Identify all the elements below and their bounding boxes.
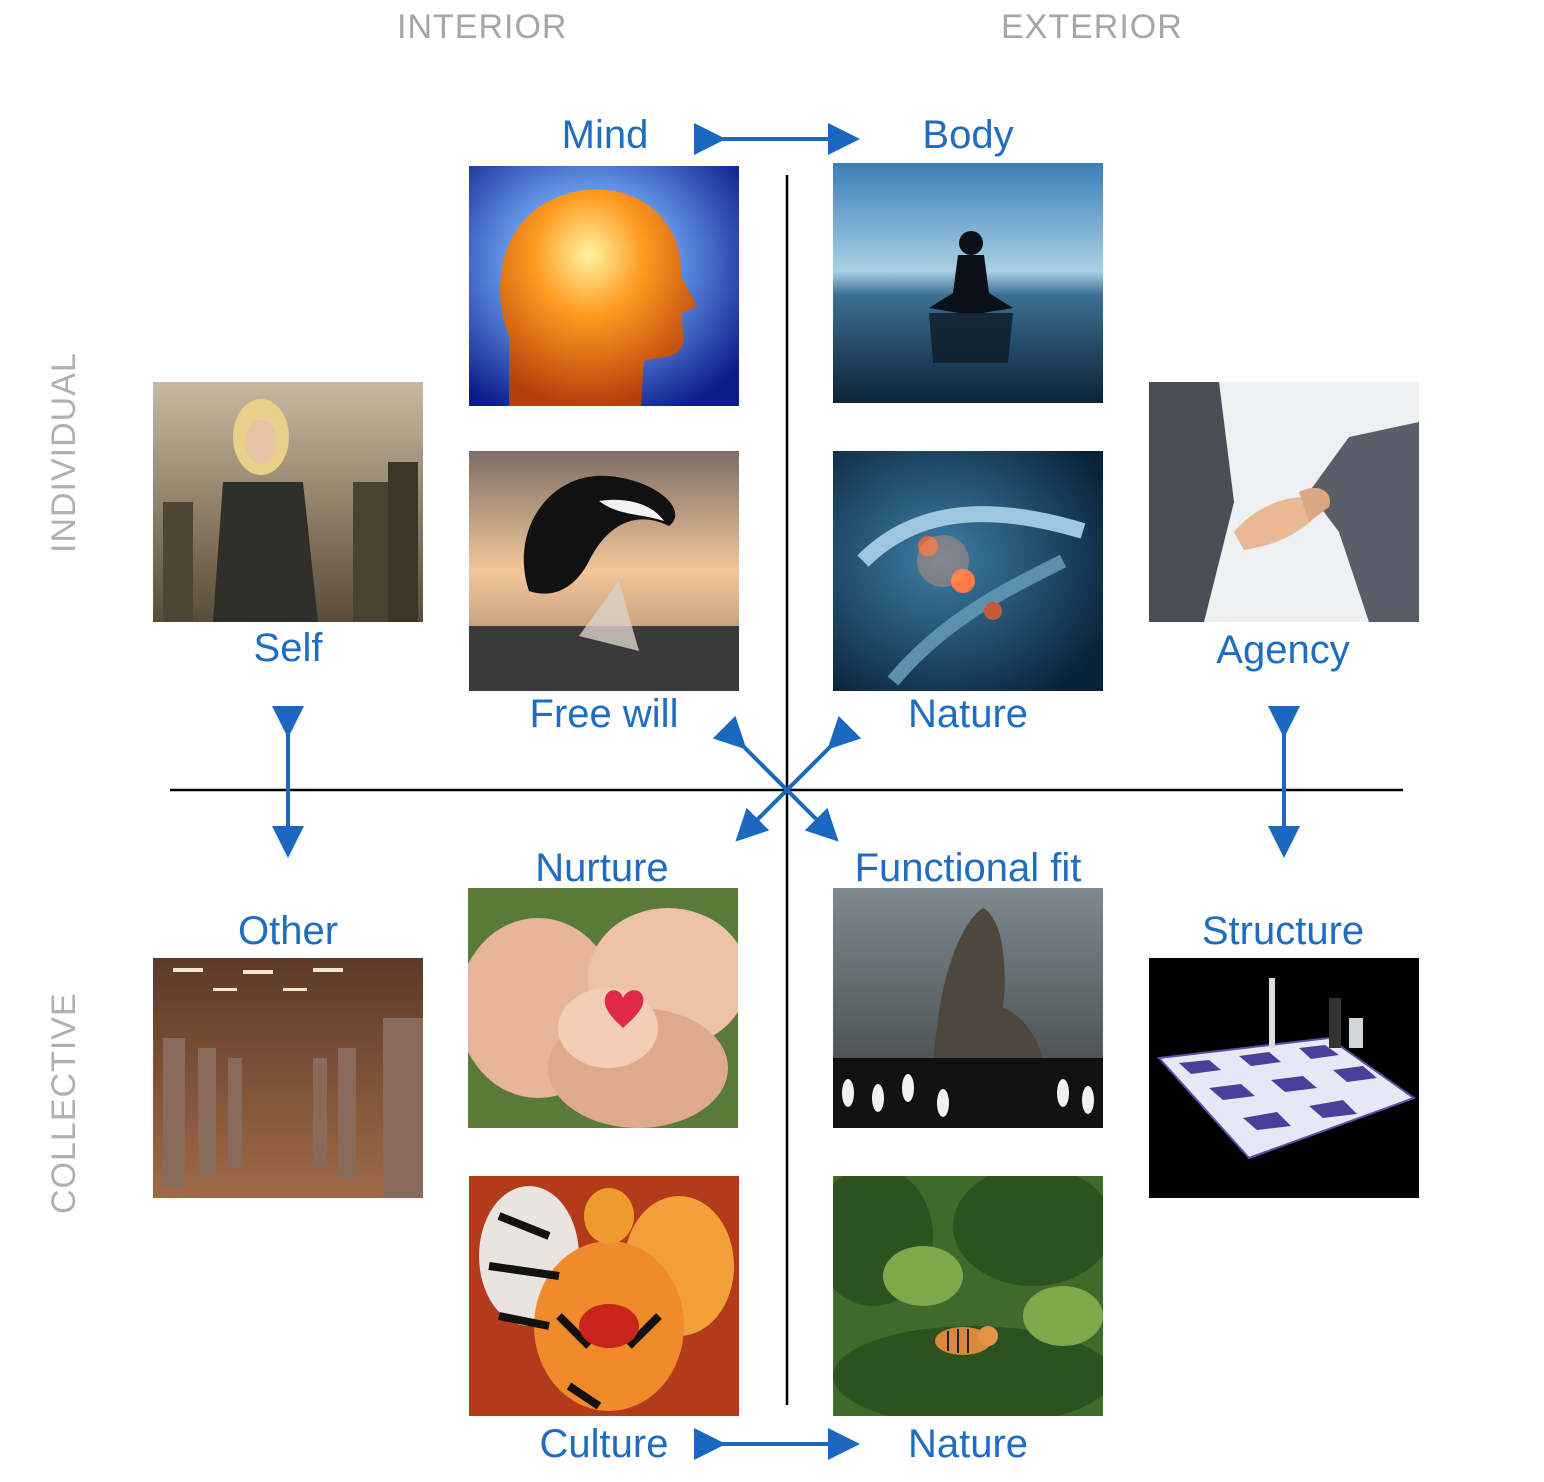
nurture-image	[468, 888, 738, 1128]
agency-image	[1149, 382, 1419, 622]
individual-heading: INDIVIDUAL	[45, 352, 83, 553]
self-image	[153, 382, 423, 622]
label-agency: Agency	[1216, 628, 1350, 672]
label-nature-top: Nature	[907, 692, 1029, 736]
culture-image	[469, 1176, 739, 1416]
structure-image	[1149, 958, 1419, 1198]
nature-nurture-arrow	[735, 715, 862, 842]
label-culture: Culture	[539, 1422, 669, 1466]
nature-tiger-image	[833, 1176, 1103, 1416]
freewill-functionalfit-arrow	[712, 715, 839, 842]
exterior-heading: EXTERIOR	[1001, 8, 1183, 46]
label-nurture: Nurture	[535, 846, 669, 890]
label-structure: Structure	[1201, 909, 1365, 953]
label-free-will: Free will	[529, 692, 679, 736]
mind-image	[469, 166, 739, 406]
interior-heading: INTERIOR	[397, 8, 568, 46]
body-image	[833, 163, 1103, 403]
free-will-image	[469, 451, 739, 691]
label-other: Other	[237, 909, 339, 953]
other-image	[153, 958, 423, 1198]
collective-heading: COLLECTIVE	[45, 992, 83, 1214]
label-nature-bottom: Nature	[907, 1422, 1029, 1466]
label-mind: Mind	[561, 113, 649, 157]
functional-fit-image	[833, 888, 1103, 1128]
label-functional-fit: Functional fit	[854, 846, 1082, 890]
label-self: Self	[253, 626, 323, 670]
label-body: Body	[922, 113, 1014, 157]
nature-dna-image	[833, 451, 1103, 691]
